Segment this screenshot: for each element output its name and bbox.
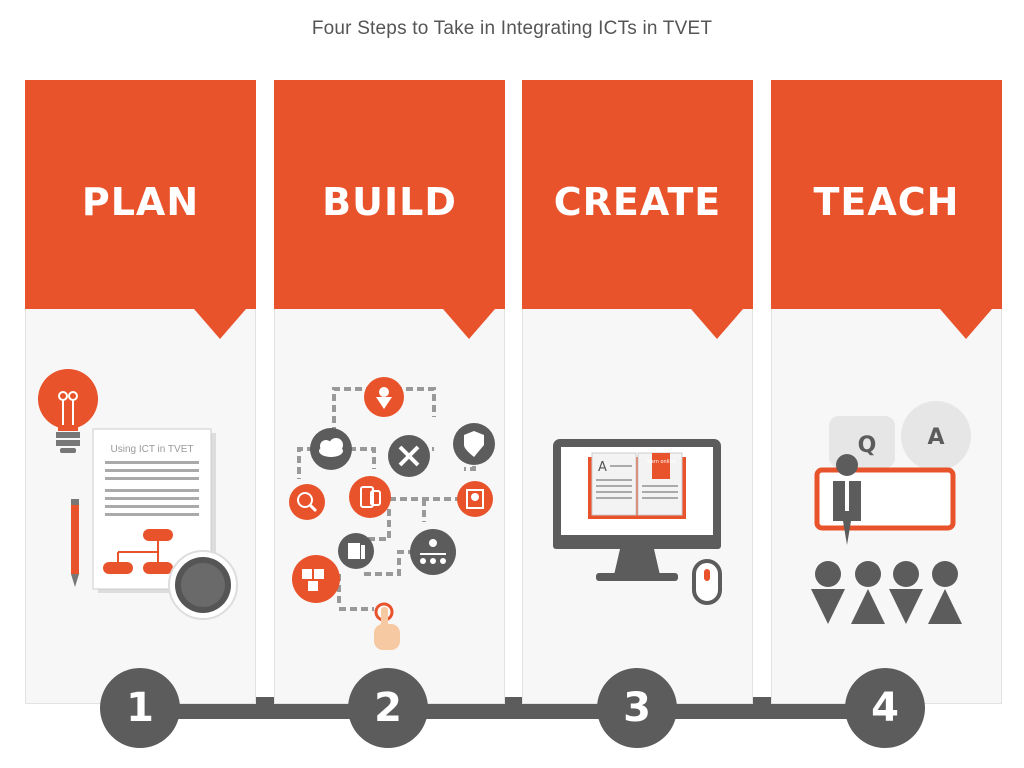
step-header — [522, 80, 753, 309]
svg-text:A: A — [927, 425, 944, 450]
document-title: Using ICT in TVET — [111, 444, 194, 455]
svg-text:A: A — [598, 460, 607, 475]
step-plan-column: PLAN Using ICT in TVET — [25, 80, 256, 704]
step-header — [274, 80, 505, 309]
teach-illustration: Q A — [811, 401, 971, 624]
pointer-arrow — [443, 309, 495, 339]
step-label: PLAN — [81, 180, 200, 224]
pointer-arrow — [691, 309, 743, 339]
coffee-cup-icon — [168, 550, 238, 620]
build-network-illustration — [289, 377, 495, 650]
create-illustration: A learn online — [553, 439, 722, 605]
diagram-title: Four Steps to Take in Integrating ICTs i… — [311, 18, 713, 39]
step-number-4: 4 — [845, 668, 925, 748]
step-label: CREATE — [553, 180, 722, 224]
mouse-icon — [692, 559, 722, 605]
pointer-arrow — [940, 309, 992, 339]
hand-cursor-icon — [374, 607, 400, 650]
step-header — [25, 80, 256, 309]
step-number-1: 1 — [100, 668, 180, 748]
analytics-search-icon — [289, 484, 325, 520]
book-tag-label: learn online — [646, 459, 676, 465]
students-icon — [811, 561, 962, 624]
pencil-icon — [71, 499, 79, 587]
org-chart-icon — [410, 529, 456, 575]
svg-text:Q: Q — [858, 433, 877, 458]
step-label: BUILD — [322, 180, 457, 224]
open-book-icon: A learn online — [588, 452, 686, 519]
step-label: TEACH — [813, 180, 960, 224]
step-number-2: 2 — [348, 668, 428, 748]
plan-illustration: Using ICT in TVET — [38, 369, 238, 620]
step-teach-column: TEACH Q A — [771, 80, 1002, 704]
step-header — [771, 80, 1002, 309]
step-create-column: CREATE A learn online — [522, 80, 753, 704]
step-number-3: 3 — [597, 668, 677, 748]
step-build-column: BUILD — [274, 80, 505, 704]
teacher-icon — [833, 454, 861, 545]
lightbulb-icon — [38, 369, 98, 453]
pointer-arrow — [194, 309, 246, 339]
